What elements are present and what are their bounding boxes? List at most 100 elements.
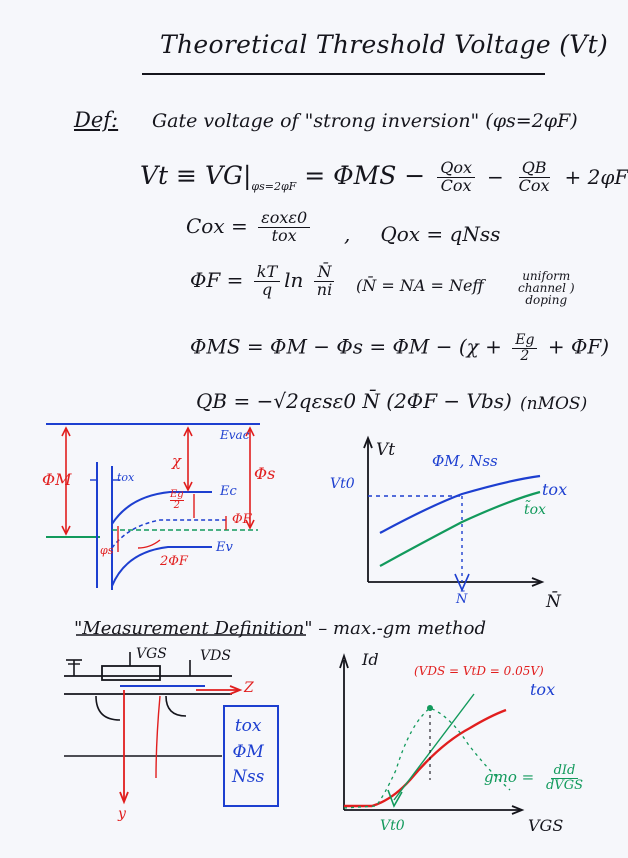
chi-label: χ xyxy=(172,452,182,470)
ev-band xyxy=(111,546,212,587)
id-plot-tox: tox xyxy=(530,680,556,699)
uniform-text: uniform xyxy=(522,269,571,283)
n-over-ni: N̄ni xyxy=(314,263,335,299)
doping-text: doping xyxy=(525,293,568,307)
phims-text: ΦMS = ΦM − Φs = ΦM − (χ + xyxy=(190,334,502,359)
id-plot-condition: (VDS = VtD = 0.05V) xyxy=(414,664,544,678)
phis-label: Φs xyxy=(254,464,276,483)
eg2-den: 2 xyxy=(173,500,181,511)
z-label: Z xyxy=(244,680,254,696)
gm-lhs: gmo = xyxy=(484,768,535,787)
uniform-channel-doping: uniform channel ) doping xyxy=(518,270,575,306)
phif-label: ΦF xyxy=(232,512,252,527)
vt-plot-vt0: Vt0 xyxy=(330,476,355,492)
cox-lhs: Cox = xyxy=(186,213,248,238)
eg2-label: Eg 2 xyxy=(170,490,184,511)
ln-text: ln xyxy=(284,267,304,292)
vt-plot-nbar: N̄ xyxy=(456,592,468,607)
notes-page: Theoretical Threshold Voltage (Vt) Def: … xyxy=(42,30,628,835)
id-plot-xlabel: VGS xyxy=(528,816,564,835)
phim-label: ΦM xyxy=(42,470,72,489)
phis-small-label: φs xyxy=(100,544,114,557)
evac-label: Evac xyxy=(220,428,250,442)
y-label: y xyxy=(118,806,126,822)
nmos-note: (nMOS) xyxy=(520,394,588,414)
page-title: Theoretical Threshold Voltage (Vt) xyxy=(160,30,609,59)
vds-label: VDS xyxy=(200,648,231,664)
id-plot xyxy=(339,653,525,815)
gm-num: dId xyxy=(550,764,579,779)
tox-label: tox xyxy=(117,471,135,484)
measurement-heading: "Measurement Definition" – max.-gm metho… xyxy=(74,618,487,639)
mosfet-sketch xyxy=(64,652,279,807)
two-phif-label: 2ΦF xyxy=(160,554,188,569)
definition-label: Def: xyxy=(74,108,119,132)
definition-text: Gate voltage of "strong inversion" (φs=2… xyxy=(152,110,578,132)
eg-num: Eg xyxy=(512,333,538,349)
measurement-underline xyxy=(76,634,306,636)
ni-den: ni xyxy=(316,279,333,299)
vt-plot-params: ΦM, Nss xyxy=(432,452,498,470)
phims-tail: + ΦF) xyxy=(547,334,610,359)
vt-curve-tox-tilde xyxy=(379,490,541,567)
field-curve xyxy=(155,695,161,779)
ev-label: Ev xyxy=(216,540,233,555)
phif-note: (N̄ = NA = Neff xyxy=(356,276,484,295)
vt-plot xyxy=(363,435,545,592)
qb-num: QB xyxy=(518,159,550,178)
vt-plot-xlabel: N̄ xyxy=(546,592,561,612)
nbar-num: N̄ xyxy=(314,263,335,282)
vt-lhs: Vt ≡ VG| xyxy=(140,160,252,190)
cox-den: Cox xyxy=(440,175,472,195)
ec-label: Ec xyxy=(220,484,237,499)
vt-lhs-sub: φs=2φF xyxy=(251,179,297,193)
vt-plot-tox-tilde: t̃ox xyxy=(524,502,546,518)
gate-electrode xyxy=(101,665,161,681)
drain-junction xyxy=(165,695,187,717)
parameter-list: tox ΦM Nss xyxy=(232,714,264,791)
qox-equation: ,Qox = qNss xyxy=(344,222,501,246)
tangent-line xyxy=(393,693,475,801)
vt-tail: + 2φF xyxy=(564,164,628,189)
parameter-box xyxy=(223,705,279,807)
max-gm-point xyxy=(427,705,433,711)
ec-band xyxy=(111,491,212,525)
cox-den2: tox xyxy=(271,225,297,245)
eg2-num: Eg xyxy=(170,489,184,501)
id-plot-ylabel: Id xyxy=(362,650,379,669)
source-junction xyxy=(95,695,121,721)
band-diagram xyxy=(46,423,260,590)
id-plot-vt0: Vt0 xyxy=(380,818,405,834)
channel-text: channel ) xyxy=(518,281,575,295)
param-tox: tox xyxy=(234,716,262,736)
cox2-den: Cox xyxy=(518,175,550,195)
id-curve xyxy=(344,708,507,808)
vt0-marker xyxy=(387,789,403,808)
title-underline xyxy=(142,73,545,75)
vt-plot-tox: tox xyxy=(542,480,568,499)
phif-lhs: ΦF = xyxy=(190,267,244,292)
two-phif-arrow xyxy=(137,539,161,549)
ei-band xyxy=(111,519,228,549)
gm-curve xyxy=(343,707,511,809)
qb-equation: QB = −√2qεsε0 N̄ (2ΦF − Vbs) xyxy=(196,389,512,413)
kt-num: kT xyxy=(253,263,281,282)
q-den: q xyxy=(261,279,273,299)
vgs-label: VGS xyxy=(136,646,167,662)
two-den: 2 xyxy=(520,347,530,364)
nbar-marker xyxy=(454,573,470,592)
param-phim: ΦM xyxy=(232,741,264,762)
vt-eq: = ΦMS − xyxy=(304,160,426,190)
cox-num: εoxε0 xyxy=(258,209,311,228)
